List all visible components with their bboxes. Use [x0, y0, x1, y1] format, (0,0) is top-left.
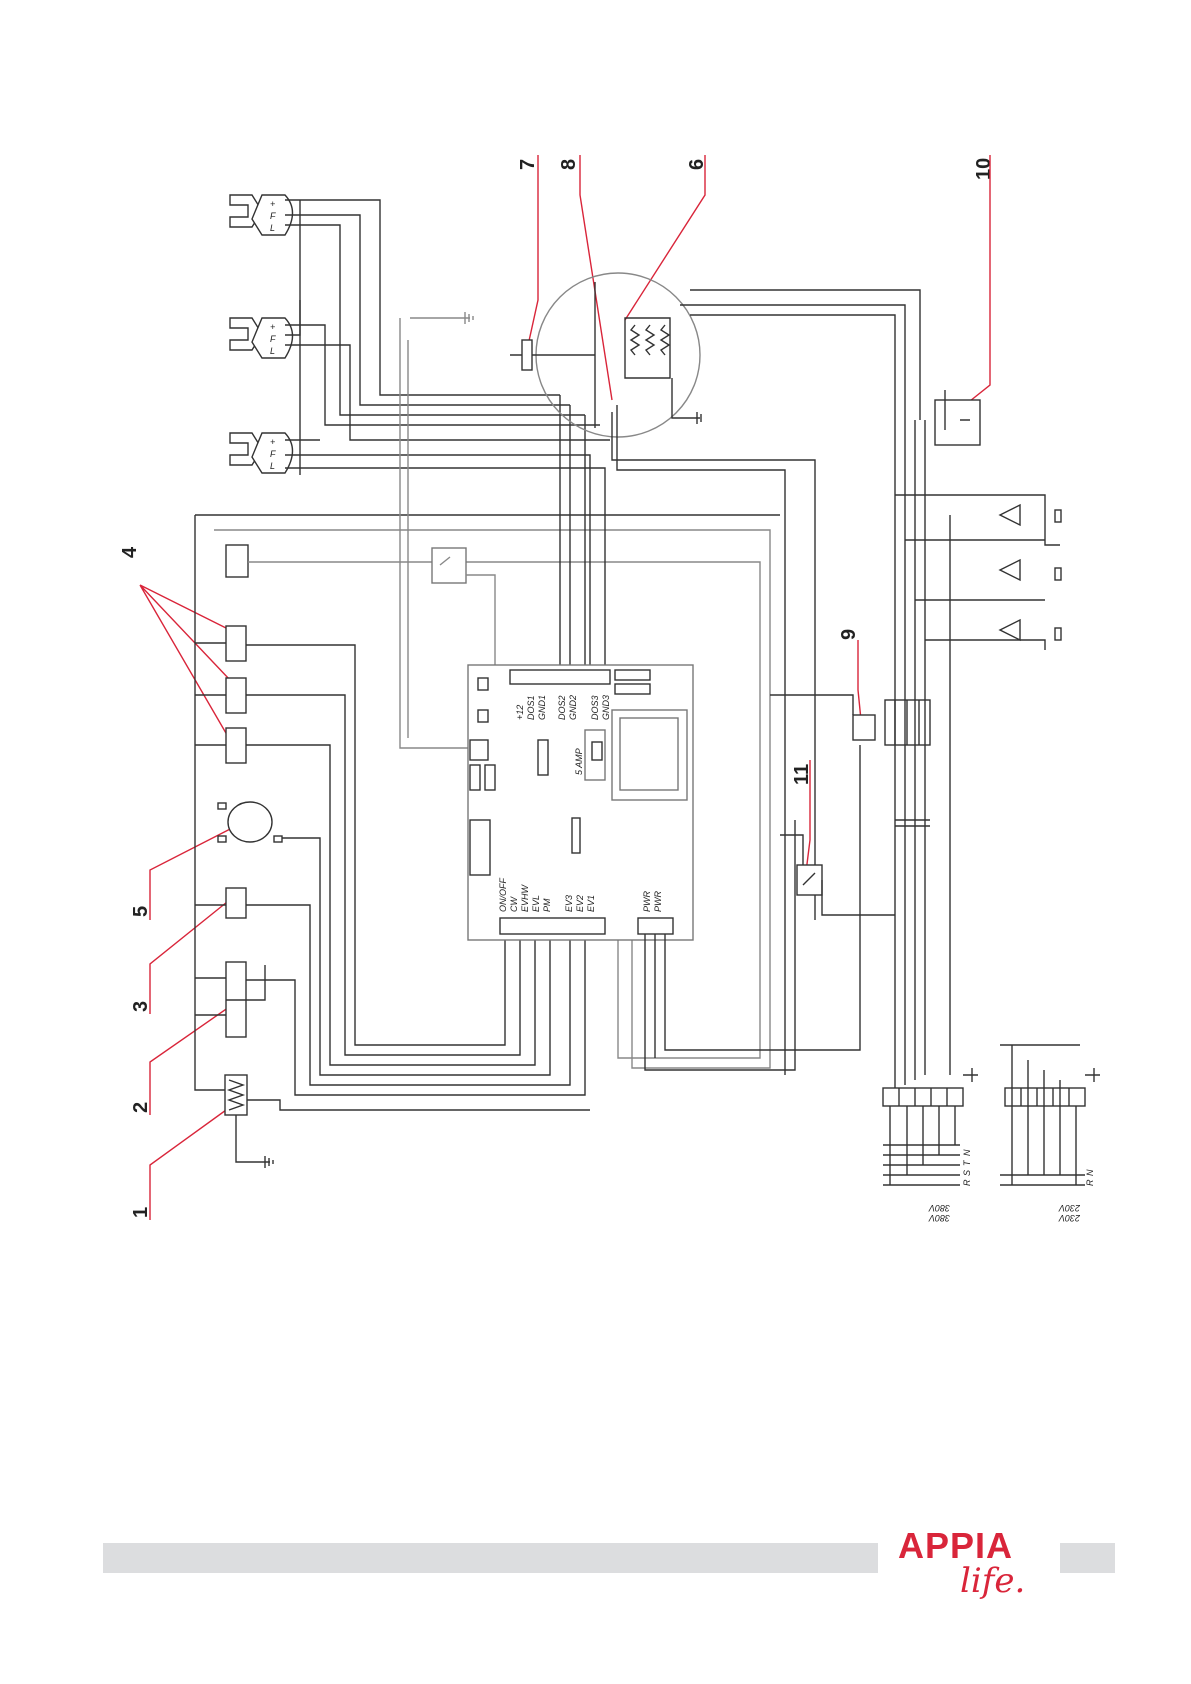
- terminal-label: N: [1085, 1169, 1095, 1176]
- heater-element: [224, 1074, 274, 1168]
- component-top-left: [225, 544, 249, 578]
- pump-label: +: [270, 322, 275, 332]
- voltage-label: 380V: [928, 1213, 950, 1223]
- pump-label: L: [270, 223, 275, 233]
- callout-5: 5: [130, 906, 152, 917]
- supply-labels: R S T N 380V 380V R N 230V 230V: [928, 1149, 1095, 1223]
- motor-5: [217, 801, 283, 843]
- pin-label: EV2: [575, 895, 585, 912]
- voltage-label: 230V: [1058, 1213, 1081, 1223]
- callout-leaders: [139, 155, 991, 1220]
- pin-label: PM: [542, 898, 552, 912]
- pump-3: + F L: [229, 432, 294, 474]
- pumps: + F L + F L + F L: [229, 194, 610, 670]
- filters: [895, 494, 1062, 650]
- callout-3: 3: [130, 1001, 152, 1012]
- bottom-connector-labels: ON/OFF CW EVHW EVL PM EV3 EV2 EV1: [498, 878, 596, 912]
- relay: [431, 547, 467, 584]
- pin-label: EVHW: [520, 883, 530, 912]
- top-connector-labels: +12 DOS1 GND1 DOS2 GND2 DOS3 GND3: [515, 695, 611, 720]
- pump-label: +: [270, 199, 275, 209]
- callout-11: 11: [791, 764, 813, 785]
- pump-label: F: [270, 449, 276, 459]
- pin-label: CW: [509, 896, 519, 912]
- terminal-label: R: [1085, 1179, 1095, 1186]
- component-9: [852, 714, 876, 741]
- control-board: +12 DOS1 GND1 DOS2 GND2 DOS3 GND3 5 AMP …: [467, 664, 861, 1071]
- pump-label: +: [270, 437, 275, 447]
- voltage-label: 230V: [1058, 1203, 1081, 1213]
- terminal-label: R: [962, 1179, 972, 1186]
- callout-10: 10: [973, 158, 995, 180]
- pin-label: EVL: [531, 895, 541, 912]
- callout-1: 1: [130, 1207, 152, 1218]
- pump-label: L: [270, 461, 275, 471]
- terminal-label: T: [962, 1159, 972, 1166]
- pin-label: DOS1: [526, 695, 536, 720]
- brand-tagline: life.: [960, 1561, 1026, 1601]
- terminal-block-380: [882, 1068, 978, 1186]
- pin-label: GND3: [601, 695, 611, 720]
- footer-bar: [103, 1543, 878, 1573]
- pump-2: + F L: [229, 317, 294, 359]
- pump-label: L: [270, 346, 275, 356]
- pump-label: F: [270, 334, 276, 344]
- pin-label: EV1: [586, 895, 596, 912]
- pin-label: +12: [515, 705, 525, 720]
- pwr-label: PWR: [642, 891, 652, 912]
- pump-1: + F L: [229, 194, 294, 236]
- pin-label: GND1: [537, 695, 547, 720]
- callout-7: 7: [517, 159, 539, 170]
- pin-label: EV3: [564, 895, 574, 912]
- terminal-label: S: [962, 1170, 972, 1176]
- terminal-block-230: [1000, 1044, 1100, 1186]
- pin-label: ON/OFF: [498, 878, 508, 912]
- brand-name: APPIA: [898, 1525, 1014, 1566]
- component-4c: [225, 625, 247, 662]
- callout-9: 9: [838, 629, 860, 640]
- brand-logo: APPIA life.: [898, 1525, 1038, 1601]
- component-2: [225, 961, 247, 1038]
- pin-label: GND2: [568, 695, 578, 720]
- fuse-label: 5 AMP: [574, 748, 584, 775]
- pwr-label: PWR: [653, 891, 663, 912]
- component-3: [225, 887, 247, 919]
- boiler-tank: [399, 272, 921, 1075]
- pin-label: DOS2: [557, 695, 567, 720]
- terminal-label: N: [962, 1149, 972, 1156]
- callout-4: 4: [119, 546, 141, 558]
- contactor: [884, 699, 931, 746]
- callout-6: 6: [686, 159, 708, 170]
- pin-label: DOS3: [590, 695, 600, 720]
- footer-page-box: [1060, 1543, 1115, 1573]
- component-4a: [225, 727, 247, 764]
- component-4b: [225, 677, 247, 714]
- pump-label: F: [270, 211, 276, 221]
- switch-11: [796, 864, 823, 896]
- callout-2: 2: [130, 1102, 152, 1113]
- callout-8: 8: [558, 159, 580, 170]
- voltage-label: 380V: [928, 1203, 950, 1213]
- component-10: [934, 399, 981, 446]
